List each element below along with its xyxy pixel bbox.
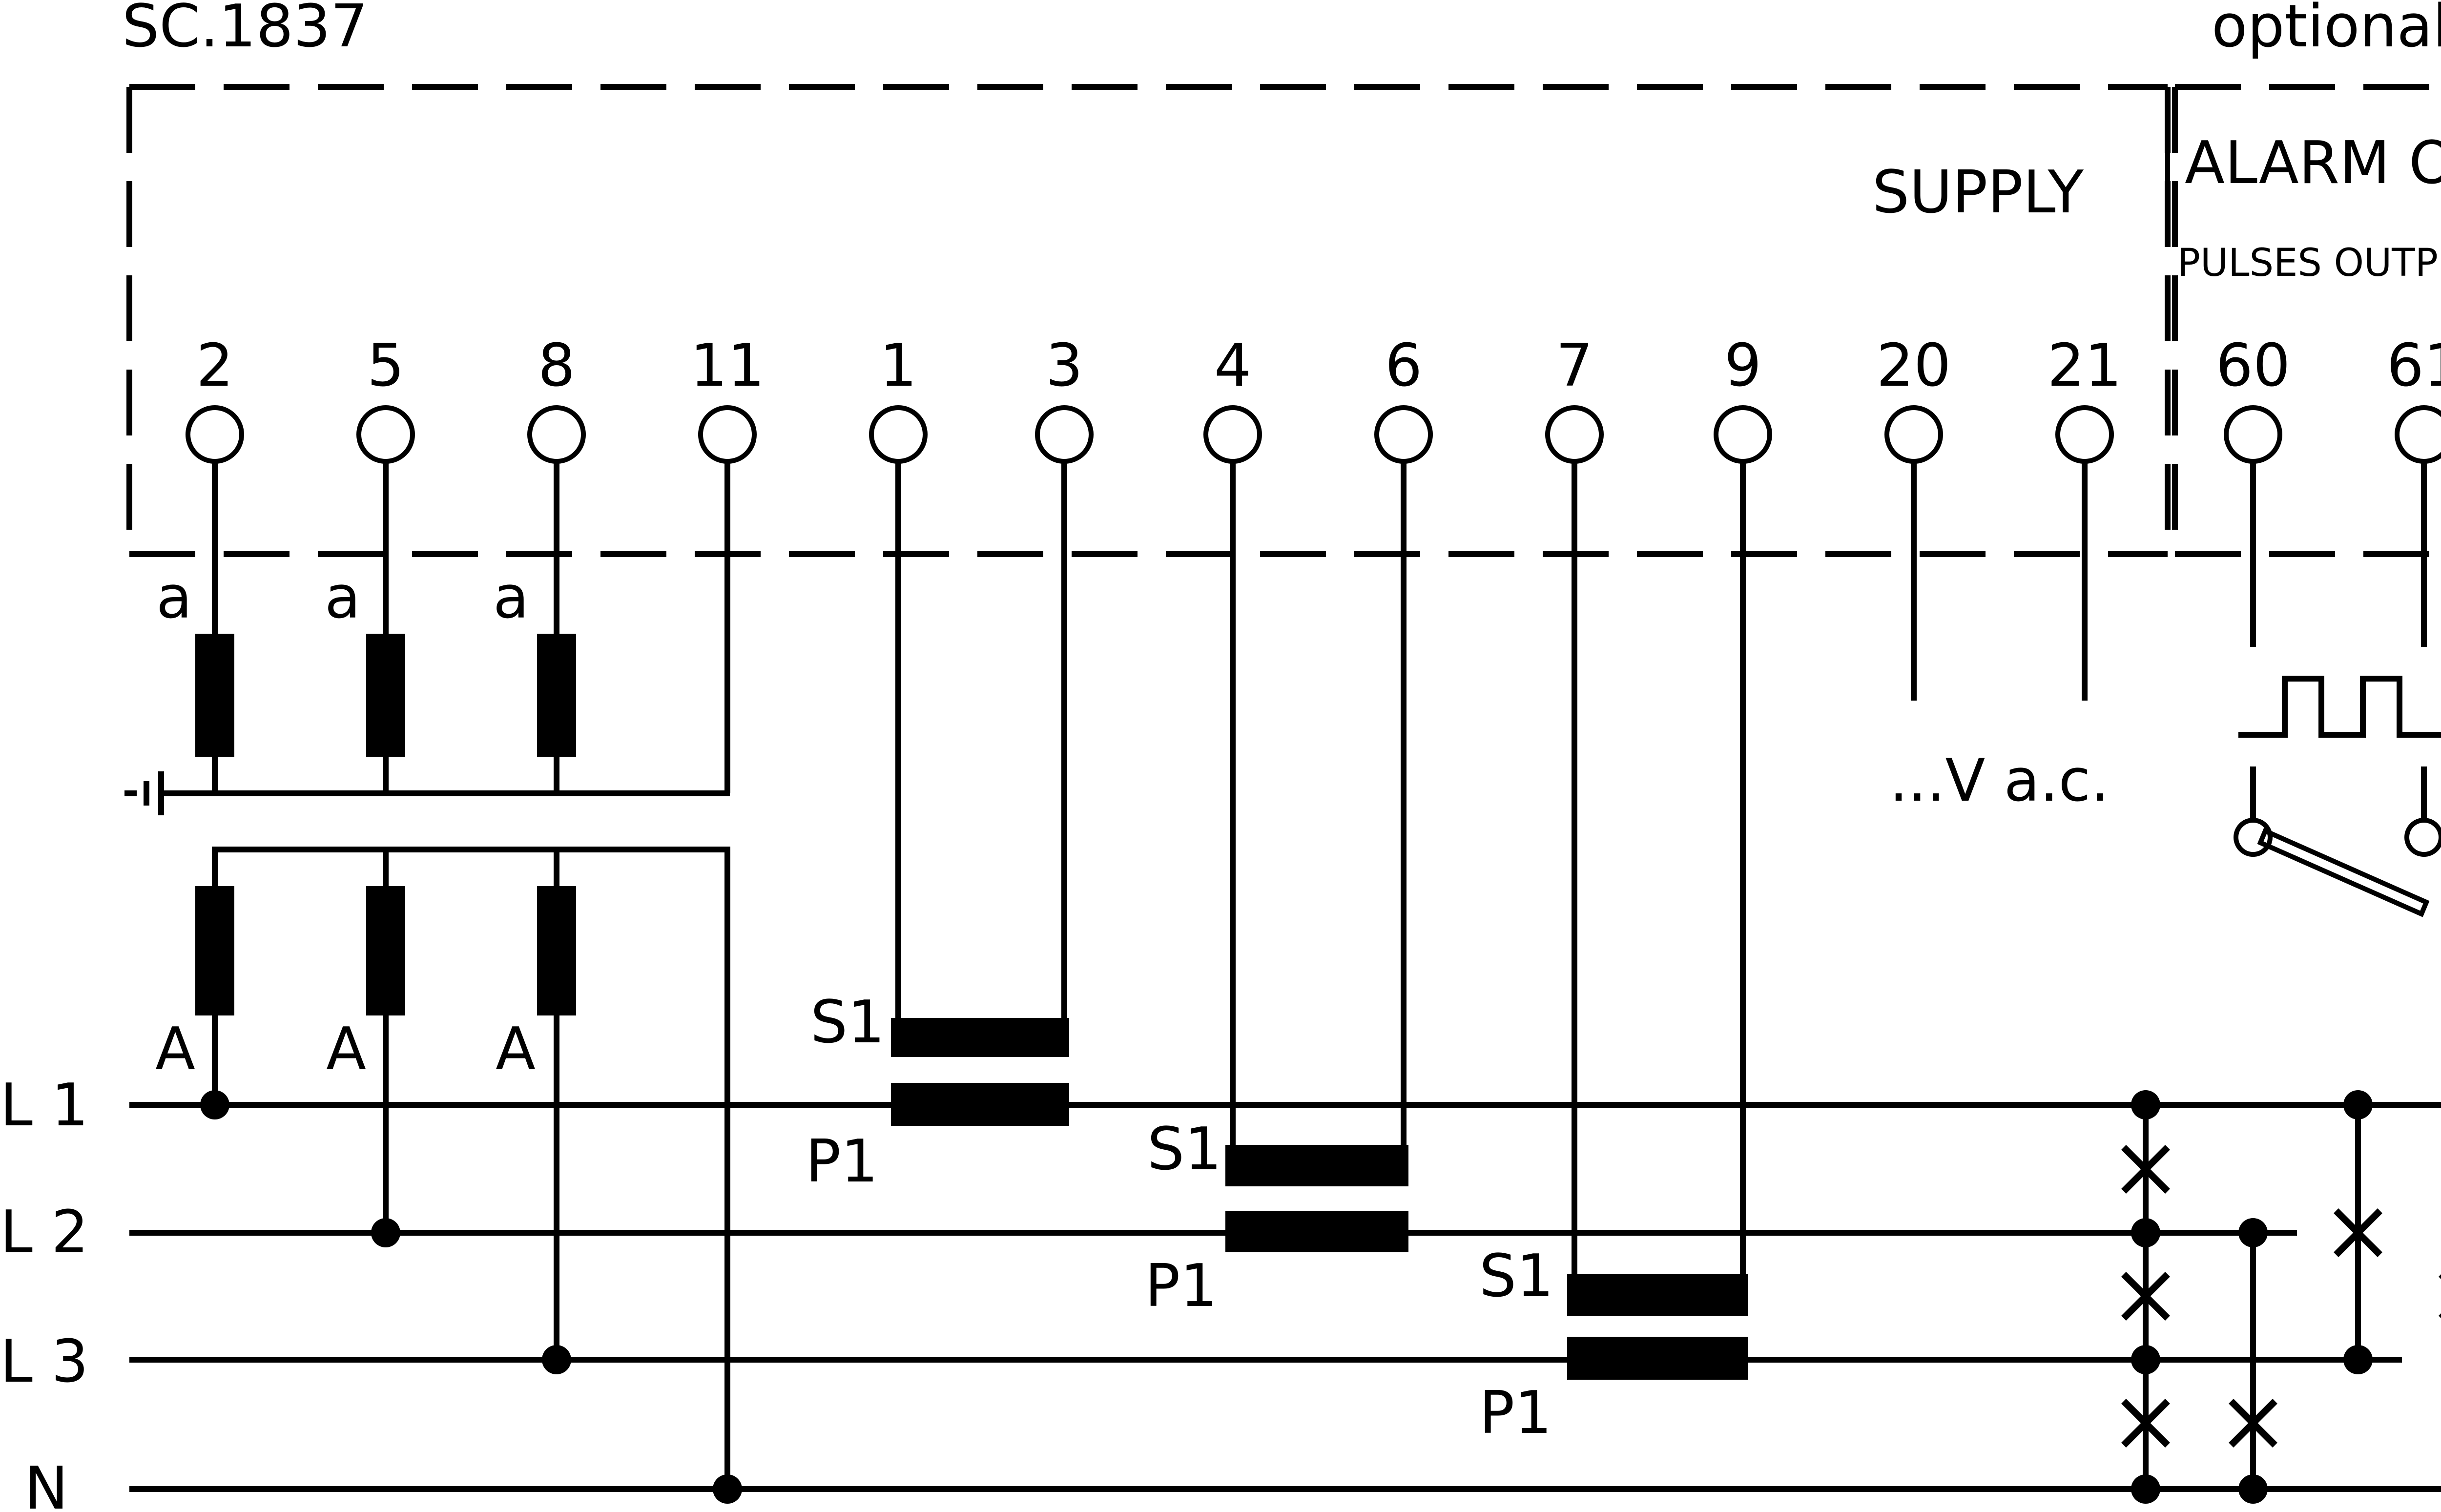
terminal-number: 7 [1556, 332, 1593, 400]
terminal-8 [527, 405, 586, 464]
line-labels: L 1 L 2 L 3 N [0, 1072, 88, 1512]
terminal-5 [356, 405, 415, 464]
terminal-number: 9 [1724, 332, 1761, 400]
ct-labels: S1 P1 S1 P1 S1 P1 [806, 989, 1554, 1447]
optional-output-leads [2250, 461, 2427, 647]
junction-dot [2131, 1090, 2160, 1119]
terminal-20 [1884, 405, 1943, 464]
terminal-number: 4 [1214, 332, 1251, 400]
terminal-number: 6 [1385, 332, 1422, 400]
device-enclosure [126, 84, 2171, 557]
ct-primary-label: P1 [806, 1128, 878, 1196]
ct-primary-label: P1 [1145, 1252, 1218, 1320]
vt-secondary-label: a [493, 564, 529, 632]
ct-secondary-label: S1 [1147, 1116, 1222, 1183]
junction-dot [2343, 1090, 2373, 1119]
fuse-links [2143, 1105, 2361, 1489]
terminal-number: 1 [880, 332, 917, 400]
line-label: L 1 [0, 1072, 88, 1139]
terminal-3 [1035, 405, 1094, 464]
terminal-2 [186, 405, 244, 464]
junction-dot [2131, 1218, 2160, 1247]
vt-secondary-label: a [325, 564, 361, 632]
terminal-numbers: 2 5 8 11 1 3 4 6 7 9 20 21 60 61 [196, 332, 2441, 400]
vt-secondary-coil [537, 634, 576, 757]
terminal-number: 11 [690, 332, 765, 400]
junction-dot [2238, 1218, 2268, 1247]
junction-dot [2238, 1474, 2268, 1504]
junction-dot [542, 1345, 571, 1374]
junction-dot [2131, 1345, 2160, 1374]
line-label: N [24, 1455, 68, 1512]
vt-secondary-coil [366, 634, 405, 757]
junction-dot [200, 1090, 229, 1119]
junction-dot [2131, 1474, 2160, 1504]
vt-primary-coil [366, 886, 405, 1015]
model-label: SC.1837 [122, 0, 368, 61]
pulses-outputs-label: PULSES OUTPUTS [2177, 241, 2441, 285]
vt-primary-coil [537, 886, 576, 1015]
supply-lines [129, 1102, 2441, 1492]
junction-dot [713, 1474, 742, 1504]
voltage-transformers [124, 461, 730, 1489]
line-label: L 3 [0, 1328, 88, 1396]
terminal-number: 60 [2216, 332, 2291, 400]
terminal-7 [1545, 405, 1604, 464]
ct-secondary-label: S1 [1479, 1243, 1554, 1310]
terminal-1 [869, 405, 928, 464]
ct-l3-secondary [1567, 1274, 1748, 1316]
relay-switch-icon [2234, 766, 2441, 917]
ct-l1-secondary [891, 1018, 1069, 1057]
alarm-label: ALARM OR [2185, 129, 2441, 197]
terminal-60 [2224, 405, 2282, 464]
current-transformers [891, 461, 1748, 1380]
terminal-number: 2 [196, 332, 233, 400]
terminal-6 [1374, 405, 1433, 464]
terminal-number: 20 [1877, 332, 1951, 400]
vt-secondary-label: a [156, 564, 192, 632]
vt-secondary-coil [195, 634, 234, 757]
terminal-number: 5 [367, 332, 404, 400]
terminal-21 [2055, 405, 2114, 464]
vt-labels: a a a A A A [155, 564, 536, 1083]
junction-dots [200, 1090, 2373, 1504]
ct-secondary-label: S1 [810, 989, 885, 1056]
terminal-11 [698, 405, 757, 464]
ground-icon [124, 771, 164, 815]
optional-module-enclosure [2172, 84, 2441, 557]
supply-label: SUPPLY [1872, 159, 2084, 227]
vt-primary-label: A [326, 1015, 366, 1083]
terminal-number: 3 [1046, 332, 1083, 400]
terminal-number: 21 [2048, 332, 2122, 400]
terminal-4 [1203, 405, 1262, 464]
pulse-waveform-icon [2238, 676, 2441, 738]
line-label: L 2 [0, 1199, 88, 1266]
supply-voltage-label: ...V a.c. [1889, 747, 2109, 815]
vt-primary-coil [195, 886, 234, 1015]
ct-l2-secondary [1225, 1145, 1408, 1186]
ct-primary-label: P1 [1479, 1379, 1552, 1447]
fuse-cross-icons [2121, 1145, 2441, 1448]
vt-primary-label: A [496, 1015, 536, 1083]
vt-primary-label: A [155, 1015, 195, 1083]
junction-dot [371, 1218, 400, 1247]
terminal-number: 61 [2387, 332, 2441, 400]
supply-leads [1911, 461, 2088, 701]
junction-dot [2343, 1345, 2373, 1374]
terminals [186, 405, 2441, 464]
optional-label: optional [2212, 0, 2441, 61]
terminal-9 [1714, 405, 1772, 464]
terminal-number: 8 [538, 332, 575, 400]
terminal-61 [2395, 405, 2441, 464]
